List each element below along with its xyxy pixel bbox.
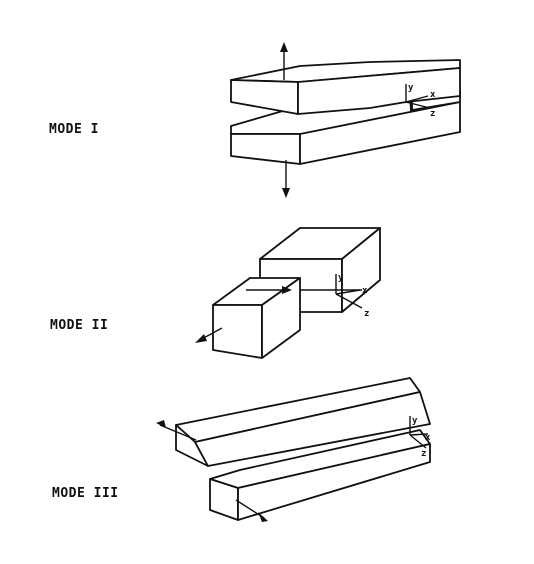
mode-3-label: MODE III bbox=[52, 486, 119, 501]
mode-1-lower-arrowhead bbox=[282, 188, 290, 198]
mode-1-label: MODE I bbox=[49, 122, 99, 137]
mode-2-axes: y x z bbox=[335, 273, 369, 319]
mode-3-upper-block bbox=[175, 377, 431, 467]
mode-2-label: MODE II bbox=[50, 318, 109, 333]
mode-1-axes: y x z bbox=[405, 83, 436, 119]
mode-3-axes: y x z bbox=[409, 416, 431, 459]
mode-1-figure: y x z bbox=[230, 42, 461, 198]
mode-1-upper-block bbox=[230, 59, 461, 115]
mode-3-axis-y: y bbox=[412, 416, 418, 426]
mode-3-axis-z: z bbox=[421, 449, 426, 459]
mode-2-axis-z: z bbox=[364, 309, 369, 319]
mode-3-upper-shear-arrow bbox=[159, 424, 197, 441]
mode-1-axis-x: x bbox=[430, 90, 436, 100]
mode-2-front-block bbox=[212, 277, 362, 359]
mode-1-upper-arrowhead bbox=[280, 42, 288, 52]
mode-2-axis-x: x bbox=[362, 286, 368, 296]
mode-3-axis-x: x bbox=[425, 433, 431, 443]
mode-1-axis-y: y bbox=[408, 83, 414, 93]
mode-3-lower-block bbox=[209, 429, 431, 521]
mode-1-axis-z: z bbox=[430, 109, 435, 119]
mode-2-axis-y: y bbox=[338, 273, 344, 283]
mode-3-figure: y x z bbox=[156, 377, 431, 522]
mode-2-figure: y x z bbox=[195, 227, 381, 359]
